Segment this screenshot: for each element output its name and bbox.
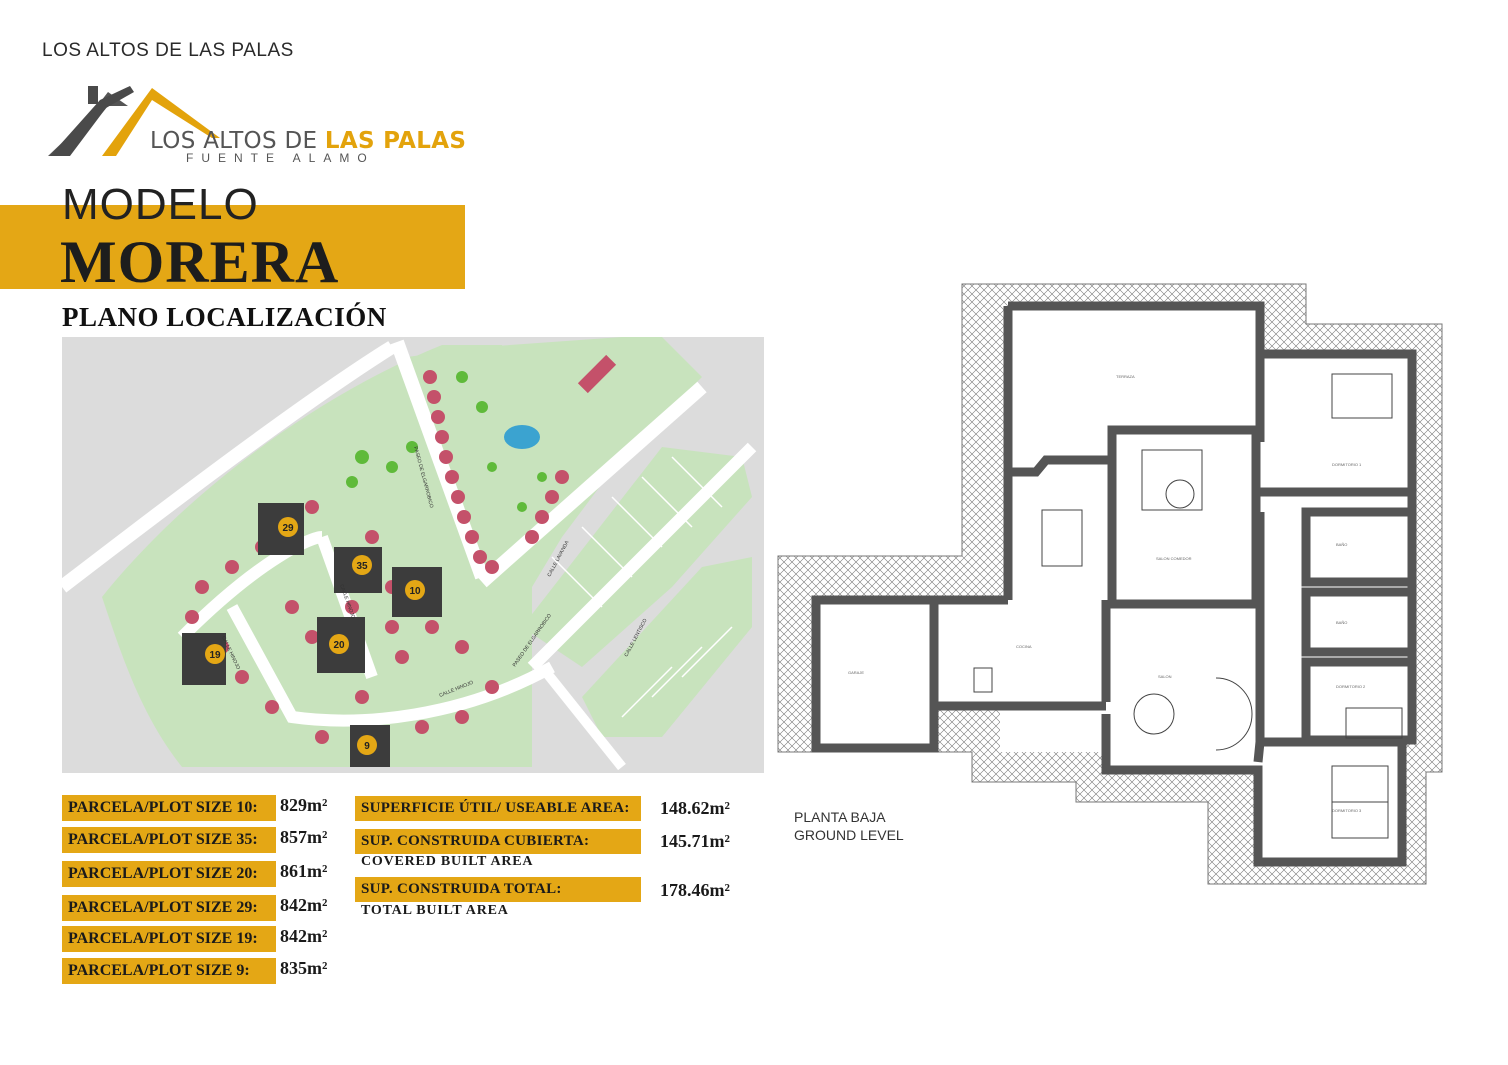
svg-text:DORMITORIO 1: DORMITORIO 1 bbox=[1332, 462, 1362, 467]
plot-20: 20 bbox=[333, 640, 345, 651]
plot-35: 35 bbox=[356, 561, 368, 572]
model-name: MORERA bbox=[60, 229, 340, 295]
plot-10: 10 bbox=[409, 586, 421, 597]
useable-area-label: SUPERFICIE ÚTIL/ USEABLE AREA: bbox=[355, 796, 641, 821]
floor-level-es: PLANTA BAJA bbox=[794, 809, 886, 825]
logo-subtitle: FUENTE ALAMO bbox=[186, 151, 375, 165]
plot-size-label: PARCELA/PLOT SIZE 20: bbox=[62, 861, 276, 887]
covered-area-label: SUP. CONSTRUIDA CUBIERTA: bbox=[355, 829, 641, 854]
total-area-sub: TOTAL BUILT AREA bbox=[361, 903, 509, 918]
plot-size-label: PARCELA/PLOT SIZE 10: bbox=[62, 795, 276, 821]
svg-text:SALON: SALON bbox=[1158, 674, 1172, 679]
logo-title: LOS ALTOS DE LAS PALAS bbox=[150, 128, 466, 154]
floor-level-en: GROUND LEVEL bbox=[794, 827, 904, 843]
section-title: PLANO LOCALIZACIÓN bbox=[62, 302, 387, 332]
plot-size-value: 829m² bbox=[280, 795, 328, 815]
svg-text:BAÑO: BAÑO bbox=[1336, 542, 1347, 547]
covered-area-value: 145.71m² bbox=[660, 831, 730, 851]
title-band bbox=[0, 205, 465, 289]
logo-title-b: LAS PALAS bbox=[324, 128, 467, 154]
svg-text:DORMITORIO 2: DORMITORIO 2 bbox=[1336, 684, 1366, 689]
brand-name: LOS ALTOS DE LAS PALAS bbox=[42, 40, 294, 61]
total-area-label: SUP. CONSTRUIDA TOTAL: bbox=[355, 877, 641, 902]
svg-text:COCINA: COCINA bbox=[1016, 644, 1032, 649]
svg-text:GARAJE: GARAJE bbox=[848, 670, 864, 675]
plot-size-label: PARCELA/PLOT SIZE 9: bbox=[62, 958, 276, 984]
svg-text:DORMITORIO 3: DORMITORIO 3 bbox=[1332, 808, 1362, 813]
plot-size-label: PARCELA/PLOT SIZE 35: bbox=[62, 827, 276, 853]
site-map: 29 35 10 20 19 9 PASEO DE ELGARROBICO CA… bbox=[62, 337, 764, 773]
covered-area-sub: COVERED BUILT AREA bbox=[361, 854, 534, 869]
company-logo bbox=[48, 86, 220, 156]
plot-size-label: PARCELA/PLOT SIZE 19: bbox=[62, 926, 276, 952]
plot-size-value: 842m² bbox=[280, 926, 328, 946]
plot-19: 19 bbox=[209, 650, 221, 661]
plot-size-value: 842m² bbox=[280, 895, 328, 915]
useable-area-value: 148.62m² bbox=[660, 798, 730, 818]
svg-text:TERRAZA: TERRAZA bbox=[1116, 374, 1135, 379]
floor-level-label: PLANTA BAJA GROUND LEVEL bbox=[794, 808, 904, 844]
total-area-value: 178.46m² bbox=[660, 880, 730, 900]
svg-text:BAÑO: BAÑO bbox=[1336, 620, 1347, 625]
svg-text:SALON COMEDOR: SALON COMEDOR bbox=[1156, 556, 1192, 561]
logo-title-a: LOS ALTOS DE bbox=[150, 128, 325, 154]
floor-plan: TERRAZA SALON COMEDOR COCINA SALON GARAJ… bbox=[777, 283, 1443, 885]
plot-size-label: PARCELA/PLOT SIZE 29: bbox=[62, 895, 276, 921]
plot-size-value: 861m² bbox=[280, 861, 328, 881]
plot-9: 9 bbox=[364, 741, 370, 752]
plot-size-value: 835m² bbox=[280, 958, 328, 978]
modelo-label: MODELO bbox=[62, 180, 259, 229]
plot-29: 29 bbox=[282, 523, 294, 534]
plot-size-value: 857m² bbox=[280, 827, 328, 847]
